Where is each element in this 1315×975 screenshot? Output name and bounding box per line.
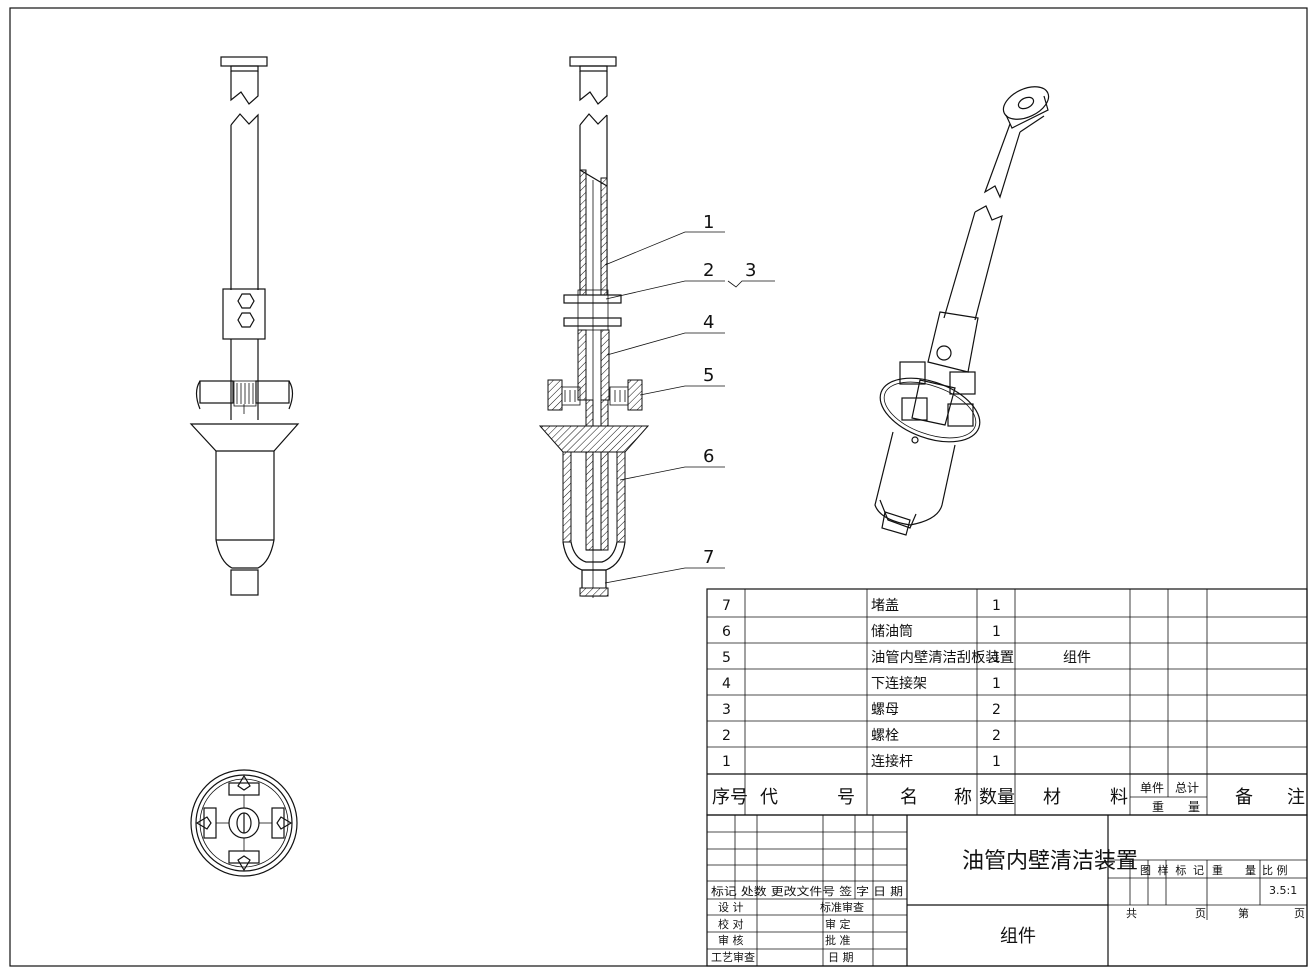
- header-total: 总计: [1175, 781, 1199, 795]
- row-name: 储油筒: [871, 623, 913, 640]
- sheet-border: [9, 7, 1308, 967]
- label-process-review: 工艺审查: [711, 950, 755, 964]
- row-name: 连接杆: [871, 753, 913, 770]
- section-view: 1 2 3 4 5 6 7: [538, 56, 775, 598]
- scale-value: 3.5:1: [1269, 884, 1297, 897]
- front-view: [189, 56, 300, 596]
- callout-5: 5: [703, 365, 714, 386]
- header-qty: 数量: [979, 787, 1015, 808]
- drawing-subtitle: 组件: [1000, 926, 1036, 947]
- label-sheet-no: 第: [1238, 906, 1249, 920]
- row-no: 5: [722, 650, 731, 666]
- label-scale: 比 例: [1262, 863, 1288, 877]
- label-total-sheets: 共: [1126, 907, 1137, 920]
- callout-7: 7: [703, 547, 714, 568]
- row-no: 4: [722, 676, 731, 692]
- row-qty: 1: [992, 676, 1001, 692]
- row-name: 堵盖: [871, 598, 899, 614]
- row-name: 螺栓: [871, 728, 899, 744]
- header-unit: 单件: [1140, 781, 1164, 795]
- label-weight: 重 量: [1212, 863, 1256, 877]
- header-remark: 备 注: [1235, 787, 1305, 808]
- callout-3: 3: [745, 260, 756, 281]
- row-qty: 2: [992, 728, 1001, 744]
- row-qty: 1: [992, 754, 1001, 770]
- row-qty: 1: [992, 624, 1001, 640]
- revision-row: 标记 处数 更改文件号 签 字 日 期: [711, 884, 903, 898]
- row-no: 1: [722, 754, 731, 770]
- row-name: 油管内壁清洁刮板装置: [871, 650, 1014, 666]
- row-name: 下连接架: [871, 675, 927, 692]
- callout-6: 6: [703, 446, 714, 467]
- row-qty: 1: [992, 598, 1001, 614]
- row-qty: 1: [992, 650, 1001, 666]
- header-code: 代 号: [760, 787, 855, 808]
- row-no: 6: [722, 624, 731, 640]
- drawing-title: 油管内壁清洁装置: [962, 849, 1138, 874]
- row-material: 组件: [1063, 650, 1091, 666]
- row-no: 3: [722, 702, 731, 718]
- label-design: 设 计: [718, 901, 744, 914]
- header-no: 序号: [712, 787, 748, 808]
- header-material: 材 料: [1043, 787, 1128, 808]
- row-no: 7: [722, 598, 731, 614]
- label-check: 校 对: [718, 917, 744, 931]
- row-qty: 2: [992, 702, 1001, 718]
- isometric-view: [874, 86, 1050, 536]
- header-name: 名 称: [900, 787, 972, 808]
- callout-4: 4: [703, 312, 714, 333]
- label-std-review: 标准审查: [820, 900, 864, 914]
- callout-2: 2: [703, 260, 714, 281]
- row-name: 螺母: [871, 702, 899, 718]
- label-page: 页: [1195, 907, 1206, 920]
- title-block: 油管内壁清洁装置 组件 标记 处数 更改文件号 签 字 日 期 设 计 标准审查…: [706, 814, 1308, 967]
- label-stage-mark: 图样标记: [1140, 863, 1204, 877]
- row-no: 2: [722, 728, 731, 744]
- label-audit: 审 核: [718, 933, 744, 947]
- parts-list-table: 7 堵盖 1 6 储油筒 1 5 油管内壁清洁刮板装置 1 组件 4 下连接架 …: [706, 588, 1308, 816]
- label-approve: 批 准: [825, 933, 851, 947]
- top-view: [190, 769, 298, 877]
- header-weight: 重 量: [1152, 800, 1200, 814]
- label-date: 日 期: [828, 951, 854, 964]
- label-page2: 页: [1294, 907, 1305, 920]
- label-review: 审 定: [825, 917, 851, 931]
- callout-1: 1: [703, 212, 714, 233]
